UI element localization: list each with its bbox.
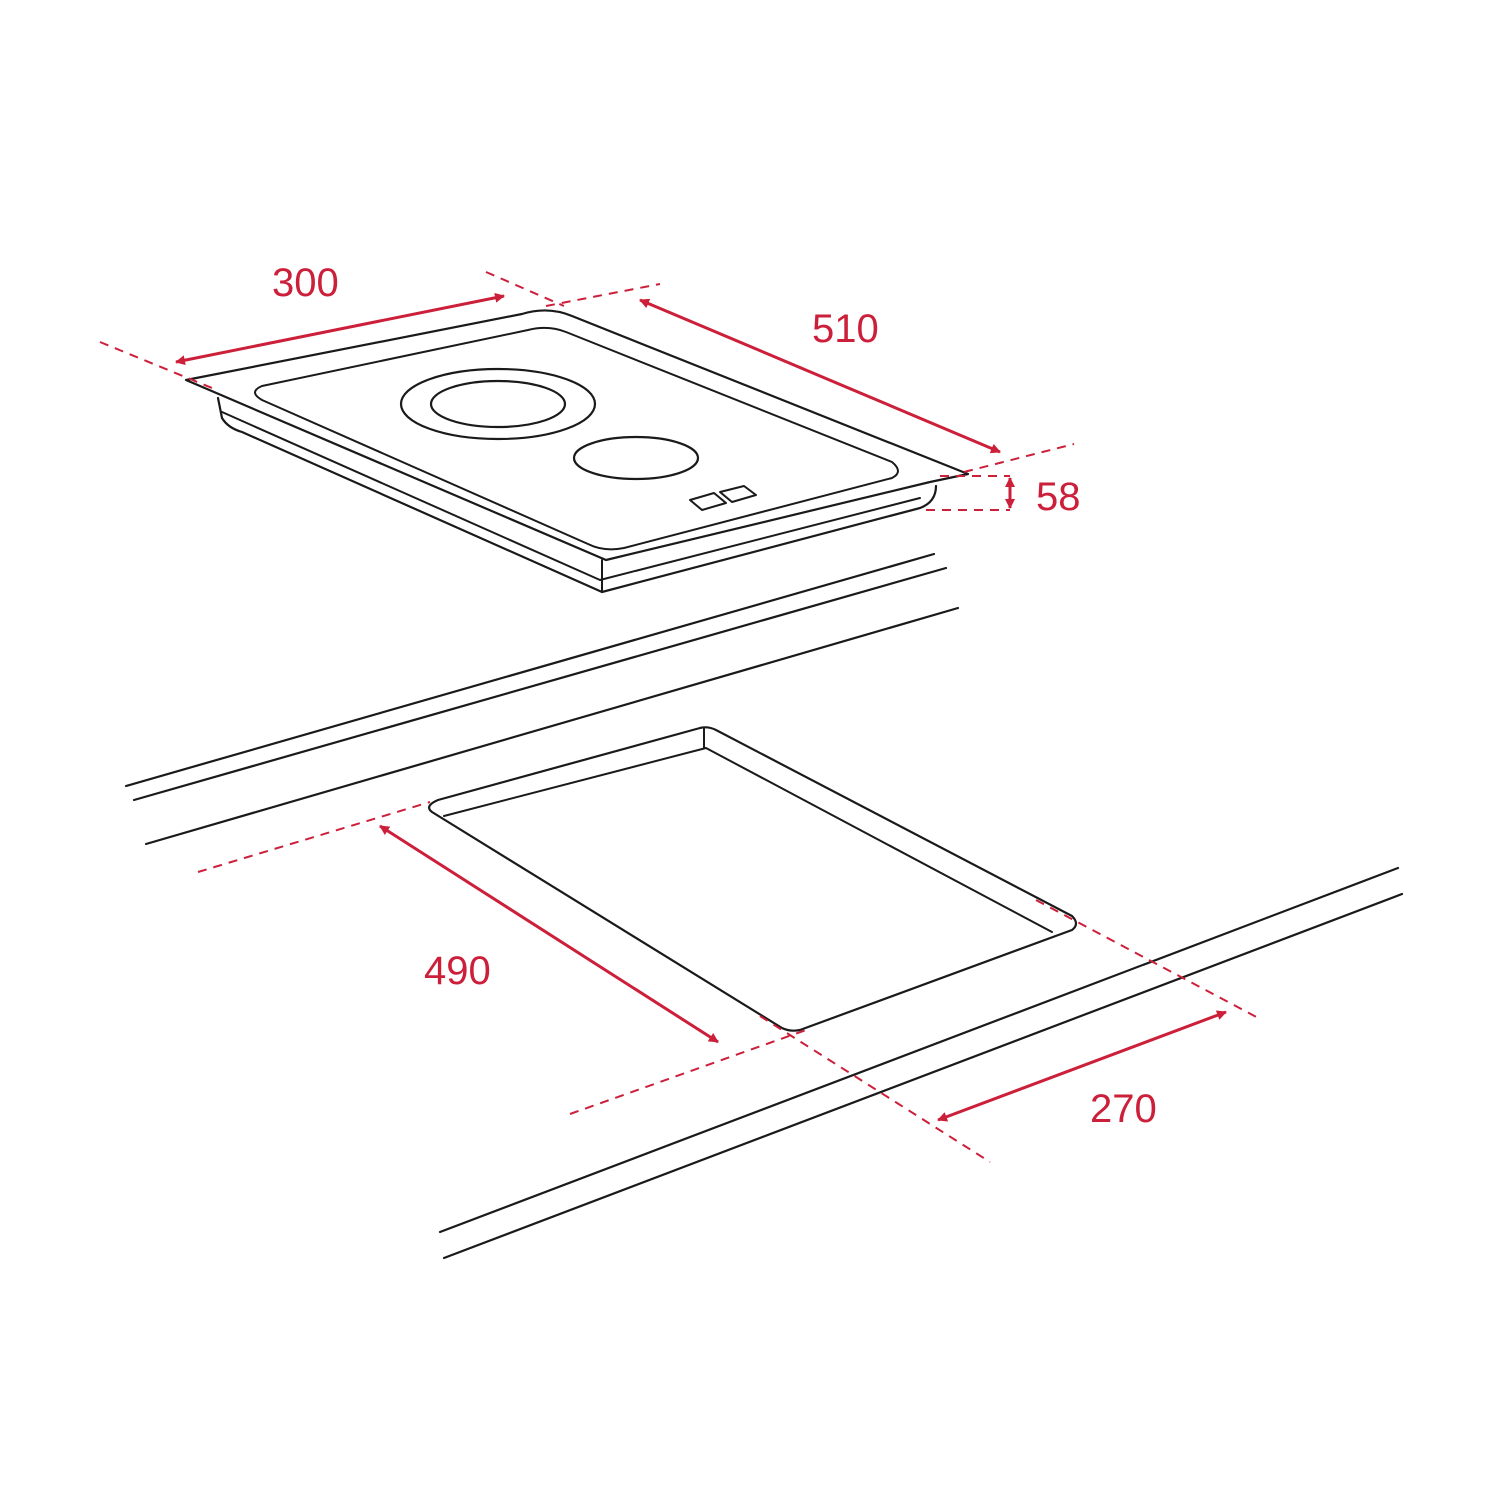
extension-line [759, 1015, 991, 1163]
extension-line [569, 1029, 807, 1115]
hob [184, 309, 970, 594]
cooking-zone-small [572, 435, 700, 481]
extension-line [963, 443, 1075, 473]
hob-glass-outline [184, 309, 970, 562]
dimension-line-490 [379, 824, 719, 1044]
cutout-outer [428, 726, 1078, 1032]
dimension-label-depth: 510 [812, 307, 879, 351]
cutout [428, 726, 1078, 1032]
dimension-label-height: 58 [1036, 475, 1081, 519]
dimension-line-510 [639, 298, 1001, 454]
cooking-zone-large-outer [399, 367, 597, 441]
countertop-front-edge-1 [438, 866, 1400, 1234]
extension-line [485, 271, 565, 307]
countertop-back-edge-1 [124, 552, 936, 788]
countertop-back-edge-3 [144, 606, 960, 846]
control-right [719, 485, 757, 503]
countertop [124, 552, 1404, 1260]
cutout-inner [443, 747, 1053, 933]
countertop-back-edge-2 [132, 566, 948, 802]
dimension-label-width: 300 [272, 261, 339, 305]
extension-line [545, 283, 661, 307]
hob-body-side [221, 411, 921, 581]
cooking-zone-large-inner [429, 379, 567, 429]
control-left [689, 492, 727, 511]
dimension-label-cutout-depth: 490 [424, 949, 491, 993]
dimension-line-270 [937, 1010, 1227, 1122]
extension-line [197, 801, 431, 873]
dimension-label-cutout-width: 270 [1090, 1087, 1157, 1131]
dimensions: 300 510 58 490 270 [99, 261, 1263, 1163]
extension-line [1035, 899, 1263, 1021]
countertop-front-edge-2 [442, 892, 1404, 1260]
extension-line [99, 341, 213, 389]
hob-inner-outline [254, 326, 899, 551]
dimension-line-300 [175, 292, 505, 366]
hob-body [216, 396, 938, 594]
